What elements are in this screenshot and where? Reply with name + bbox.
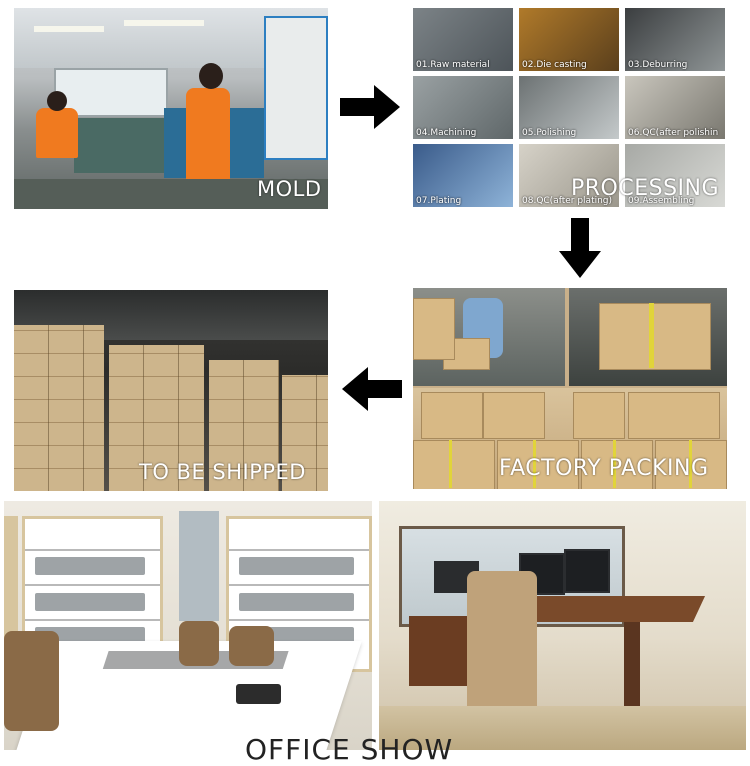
mold-label: MOLD — [257, 177, 322, 201]
calculator — [236, 684, 281, 704]
ceiling-light — [124, 20, 204, 26]
process-step-photo: 07.Plating — [413, 144, 513, 207]
arrow-left-icon — [342, 367, 402, 411]
carton-strap — [533, 440, 536, 488]
process-step-label: 06.QC(after polishin — [628, 128, 719, 138]
process-step-label: 07.Plating — [416, 196, 462, 206]
office-chair — [4, 631, 59, 731]
worker-head — [199, 63, 223, 89]
carton — [573, 392, 625, 439]
carton-stack — [109, 345, 204, 491]
process-step-label: 02.Die casting — [522, 60, 587, 70]
process-step-photo: 09.Assembling — [625, 144, 725, 207]
arrow-down-icon — [559, 218, 601, 278]
carton — [413, 440, 495, 489]
product-row — [239, 557, 354, 575]
sealed-box-scene — [569, 288, 727, 386]
worker-head — [47, 91, 67, 111]
processing-label: PROCESSING — [571, 176, 720, 201]
desk-leg — [624, 622, 640, 717]
product-row — [35, 593, 145, 611]
packing-worker-scene — [413, 288, 565, 386]
process-step-photo: 01.Raw material — [413, 8, 513, 71]
process-step-photo: 03.Deburring — [625, 8, 725, 71]
carton-strap — [613, 440, 616, 488]
to-be-shipped-label: TO BE SHIPPED — [139, 460, 306, 484]
factory-floor — [14, 179, 328, 209]
ceiling-light — [34, 26, 104, 32]
executive-chair — [467, 571, 537, 721]
carton — [421, 392, 483, 439]
factory-packing-label: FACTORY PACKING — [499, 456, 709, 481]
carton-strap — [449, 440, 452, 488]
carton — [599, 303, 711, 370]
carton-stack — [413, 298, 455, 360]
worker — [36, 108, 78, 158]
carton — [581, 440, 653, 489]
mold-photo: MOLD — [14, 8, 328, 209]
product-row — [239, 593, 354, 611]
arrow-right-icon — [340, 85, 400, 129]
office-photo — [379, 501, 746, 750]
shelf-divider — [229, 549, 369, 551]
carton-stack — [14, 325, 104, 491]
process-step-label: 08.QC(after plating) — [522, 196, 613, 206]
control-panel — [264, 16, 328, 160]
shelf-divider — [229, 584, 369, 586]
shelf-divider — [25, 549, 160, 551]
process-step-photo: 08.QC(after plating) — [519, 144, 619, 207]
showroom-photo — [4, 501, 372, 750]
shelf-divider — [229, 619, 369, 621]
process-step-label: 05.Polishing — [522, 128, 577, 138]
carton-strap — [689, 440, 692, 488]
process-step-photo: 02.Die casting — [519, 8, 619, 71]
carton-wall — [413, 388, 727, 489]
shelf-divider — [25, 584, 160, 586]
carton-strap — [649, 303, 654, 368]
process-step-label: 04.Machining — [416, 128, 477, 138]
carton-stack — [282, 375, 328, 491]
product-row — [35, 627, 145, 645]
product-row — [35, 557, 145, 575]
worker — [186, 88, 230, 183]
process-step-label: 03.Deburring — [628, 60, 688, 70]
window — [179, 511, 219, 621]
processing-grid: 01.Raw material 02.Die casting 03.Deburr… — [413, 8, 727, 209]
office-floor — [379, 706, 746, 750]
process-step-photo: 06.QC(after polishin — [625, 76, 725, 139]
computer-monitor — [564, 549, 610, 593]
process-step-label: 01.Raw material — [416, 60, 490, 70]
factory-packing-photo: FACTORY PACKING — [413, 288, 727, 489]
process-step-label: 09.Assembling — [628, 196, 695, 206]
carton — [483, 392, 545, 439]
to-be-shipped-photo: TO BE SHIPPED — [14, 290, 328, 491]
office-chair — [179, 621, 219, 666]
shelf-divider — [25, 619, 160, 621]
carton — [628, 392, 720, 439]
process-step-photo: 05.Polishing — [519, 76, 619, 139]
carton — [497, 440, 579, 489]
process-step-photo: 04.Machining — [413, 76, 513, 139]
office-chair — [229, 626, 274, 666]
carton-stack — [209, 360, 279, 491]
